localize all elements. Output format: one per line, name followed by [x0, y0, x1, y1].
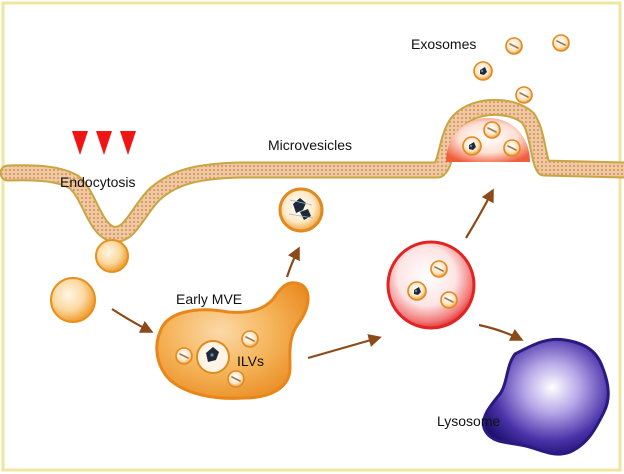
- label-exosomes: Exosomes: [411, 36, 476, 52]
- endocytosis-triangle: [96, 131, 112, 155]
- exosome-release-bud: [446, 118, 530, 162]
- arrow-endosome-to-mve: [111, 308, 154, 333]
- pathway-arrows: [111, 188, 524, 360]
- label-endocytosis: Endocytosis: [60, 174, 135, 190]
- microvesicle: [278, 187, 324, 233]
- endocytosis-triangle: [72, 131, 88, 155]
- plasma-membrane: [0, 98, 624, 243]
- arrow-late-mve-to-bud: [465, 188, 494, 239]
- exosome: [515, 86, 533, 104]
- exosome: [505, 37, 523, 55]
- ilv: [227, 370, 245, 388]
- late-mve: [386, 240, 476, 330]
- endocytosis-markers: [72, 131, 136, 155]
- arrow-late-mve-to-lysosome: [478, 323, 524, 341]
- ilv: [430, 260, 448, 278]
- label-ilvs: ILVs: [237, 353, 264, 369]
- arrow-mve-to-microvesicle: [285, 246, 300, 278]
- early-endosome: [50, 277, 96, 323]
- early-mve: [155, 281, 310, 400]
- exosome: [552, 34, 570, 52]
- label-early-mve: Early MVE: [176, 291, 242, 307]
- endocytic-vesicle: [95, 239, 129, 273]
- endocytosis-triangle: [120, 131, 136, 155]
- ilv: [407, 281, 427, 301]
- label-microvesicles: Microvesicles: [268, 137, 352, 153]
- label-lysosome: Lysosome: [437, 413, 501, 429]
- ilv: [175, 347, 193, 365]
- ilv: [241, 330, 259, 348]
- ilv: [440, 291, 458, 309]
- lysosome: [481, 337, 610, 456]
- exosome: [473, 61, 493, 81]
- arrow-mve-to-late-mve: [307, 334, 382, 360]
